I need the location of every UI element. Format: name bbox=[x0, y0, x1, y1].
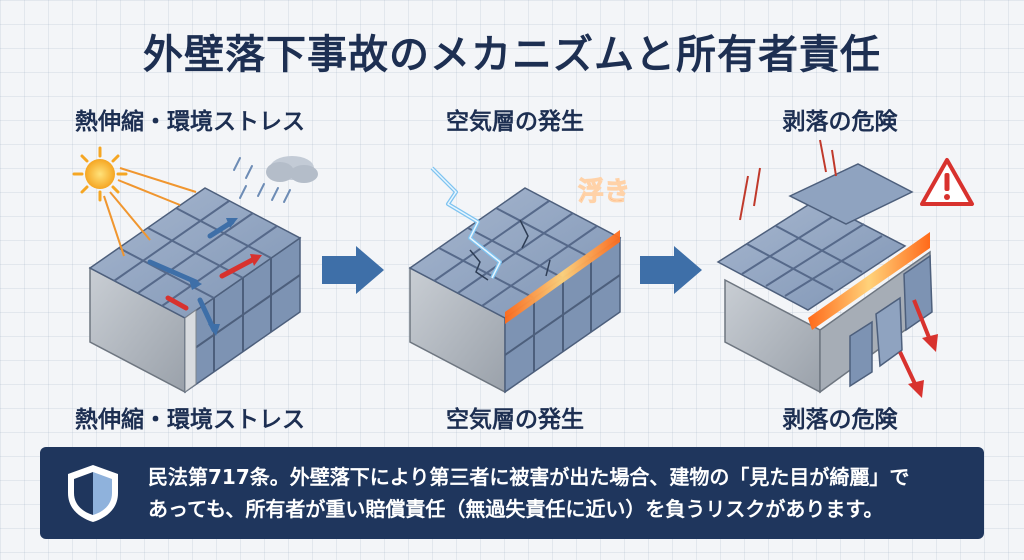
cloud-rain-icon bbox=[233, 156, 318, 203]
notice-line2: あっても、所有者が重い賠償責任（無過失責任に近い）を負うリスクがあります。 bbox=[148, 497, 884, 521]
warning-icon bbox=[920, 158, 974, 206]
stage2-wall-block bbox=[408, 187, 622, 394]
notice-text: 民法第717条。外壁落下により第三者に被害が出た場合、建物の「見た目が綺麗」で … bbox=[148, 461, 968, 525]
page-title: 外壁落下事故のメカニズムと所有者責任 bbox=[143, 32, 881, 78]
lightning-icon bbox=[430, 166, 502, 279]
detach-glow bbox=[808, 232, 930, 330]
flow-arrow-2 bbox=[640, 246, 702, 294]
stage3-label-top: 剥落の危険 bbox=[782, 109, 898, 135]
heat-rays bbox=[103, 167, 197, 257]
liability-notice: 民法第717条。外壁落下により第三者に被害が出た場合、建物の「見た目が綺麗」で … bbox=[40, 447, 984, 539]
stage2-label-top: 空気層の発生 bbox=[446, 109, 584, 135]
shield-icon bbox=[68, 465, 118, 522]
stage3-label-bottom: 剥落の危険 bbox=[782, 407, 898, 433]
air-gap-glow bbox=[505, 230, 620, 324]
stage1-wall-block bbox=[88, 187, 302, 394]
sun-icon bbox=[72, 146, 128, 202]
stage1-label-top: 熱伸縮・環境ストレス bbox=[75, 109, 305, 135]
mechanism-diagram: 浮き bbox=[72, 139, 974, 398]
fall-motion-lines bbox=[739, 139, 837, 221]
stage2-label-bottom: 空気層の発生 bbox=[446, 407, 584, 433]
float-callout: 浮き bbox=[578, 177, 630, 207]
falling-arrows bbox=[898, 299, 938, 398]
stage1-label-bottom: 熱伸縮・環境ストレス bbox=[75, 407, 305, 433]
notice-line1: 民法第717条。外壁落下により第三者に被害が出た場合、建物の「見た目が綺麗」で bbox=[148, 465, 910, 489]
stage3-wall-block bbox=[716, 163, 933, 394]
flow-arrow-1 bbox=[322, 246, 384, 294]
